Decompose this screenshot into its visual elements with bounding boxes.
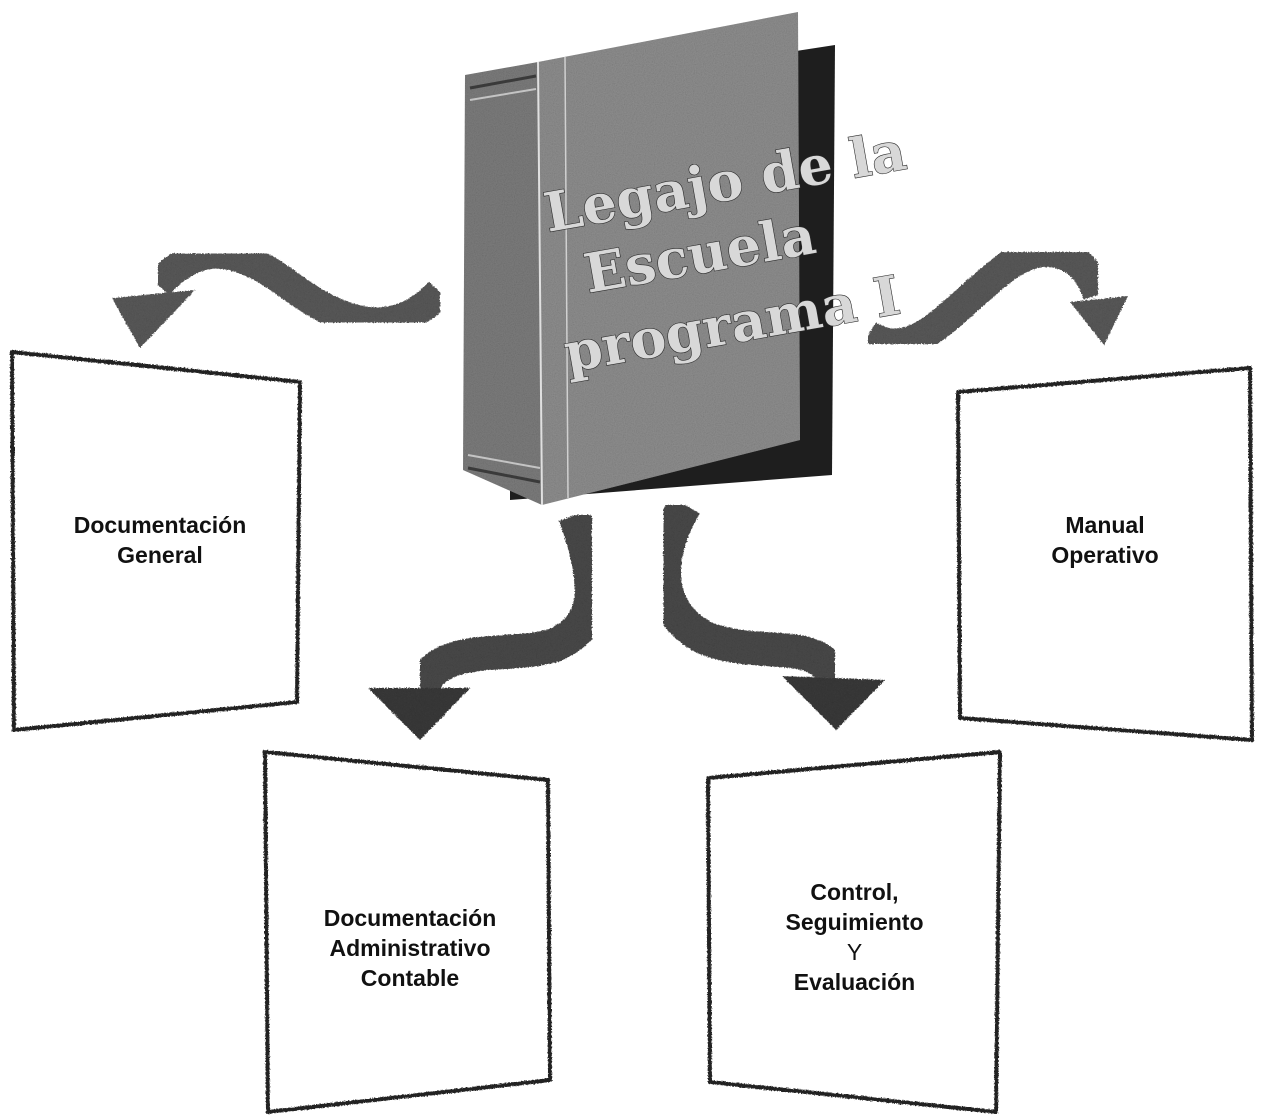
box-documentacion-general xyxy=(10,350,302,732)
label-general-line-1: Documentación xyxy=(73,512,247,538)
label-manual-operativo: Manual Operativo xyxy=(960,500,1250,580)
box-documentacion-administrativo xyxy=(263,750,552,1114)
label-control-line-2: Seguimiento xyxy=(785,909,924,935)
label-documentacion-administrativo: Documentación Administrativo Contable xyxy=(270,895,550,1000)
box-manual-operativo xyxy=(956,366,1254,742)
label-manual-line-1: Manual xyxy=(1065,512,1145,538)
book-spine xyxy=(463,62,542,505)
label-control-line-1: Control, xyxy=(810,879,899,905)
label-general-line-2: General xyxy=(117,542,203,568)
box-control-evaluacion xyxy=(706,750,1002,1114)
book-icon: Legajo de la Escuela programa I xyxy=(463,12,911,506)
arrow-left-icon xyxy=(112,238,451,348)
label-control-line-3: Y xyxy=(846,939,863,965)
label-control-line-4: Evaluación xyxy=(793,969,916,995)
label-control-evaluacion: Control, Seguimiento Y Evaluación xyxy=(712,862,997,1012)
book-front-cover xyxy=(538,12,800,505)
label-manual-line-2: Operativo xyxy=(1051,542,1159,568)
label-administrativo-line-3: Contable xyxy=(360,964,460,991)
label-administrativo-line-1: Documentación xyxy=(323,904,497,931)
label-documentacion-general: Documentación General xyxy=(20,500,300,580)
arrow-down-right-icon xyxy=(647,496,885,730)
arrow-down-left-icon xyxy=(368,509,609,740)
arrow-right-icon xyxy=(859,237,1128,359)
label-administrativo-line-2: Administrativo xyxy=(329,934,491,961)
